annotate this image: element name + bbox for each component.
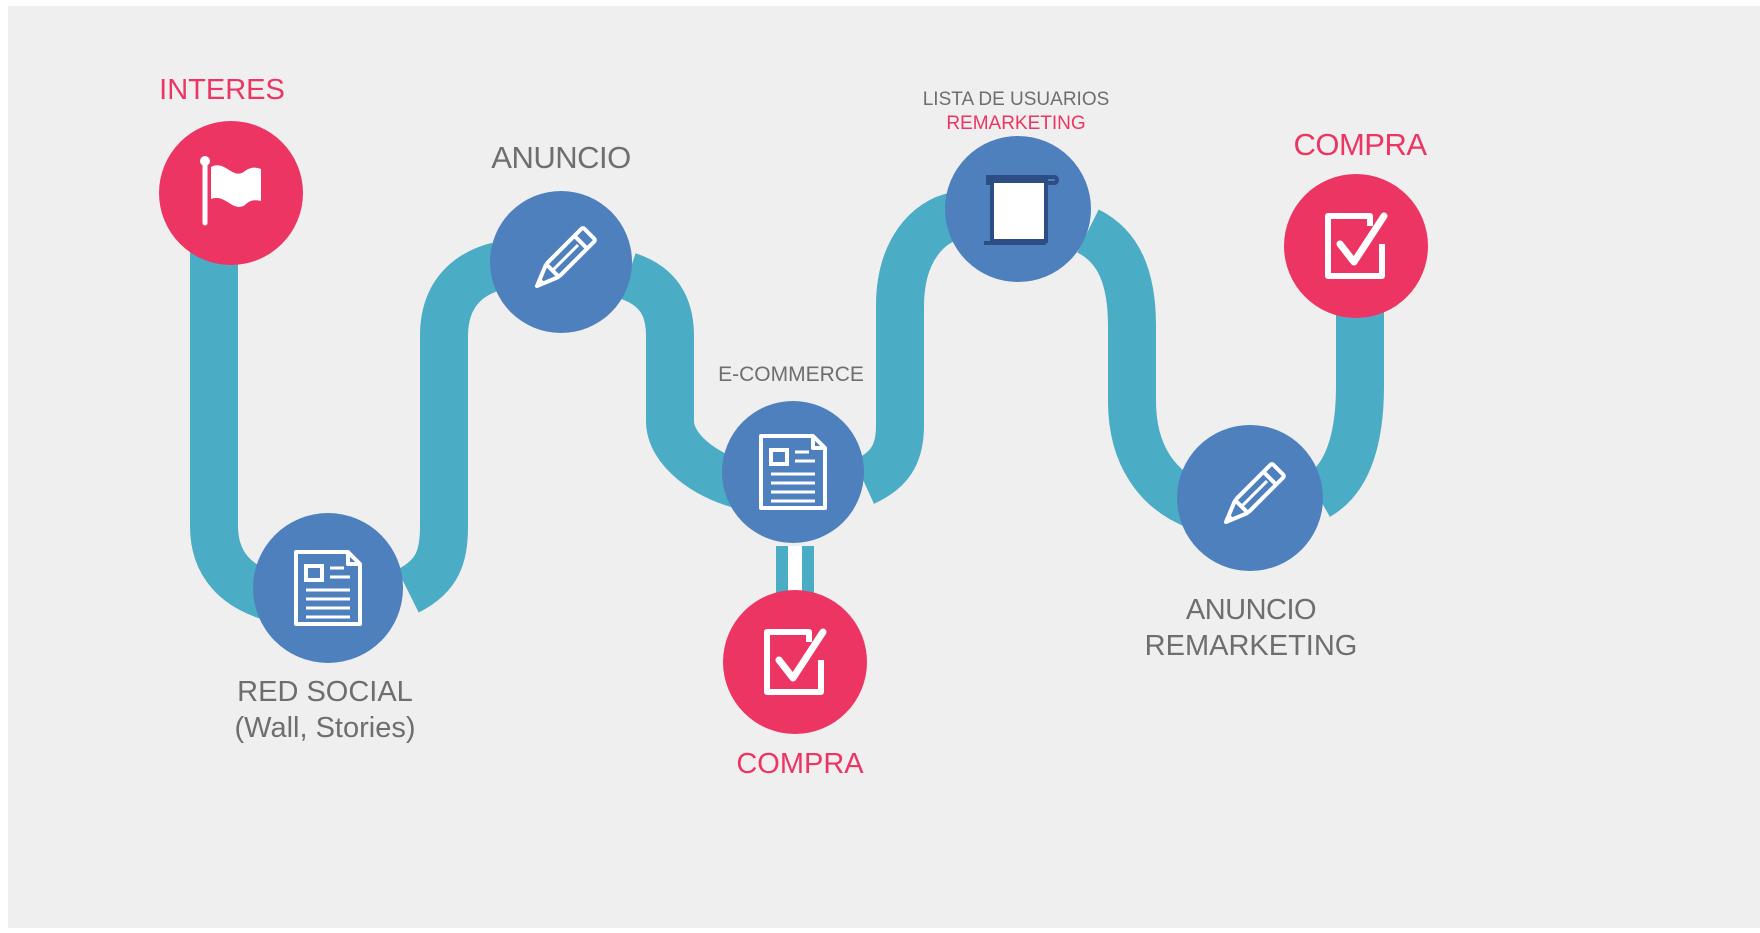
node-red-social <box>253 513 403 663</box>
label-lista-title: LISTA DE USUARIOS <box>922 89 1110 110</box>
node-e-commerce <box>722 401 864 543</box>
node-interes <box>159 121 303 265</box>
label-anuncio-remarketing: ANUNCIO REMARKETING <box>1145 592 1358 665</box>
label-red-social-subtitle: (Wall, Stories) <box>234 712 416 745</box>
node-compra-bottom <box>723 590 867 734</box>
node-anuncio <box>490 191 632 333</box>
scroll-icon <box>982 175 1059 245</box>
label-compra-bottom: COMPRA <box>736 748 864 780</box>
label-compra-final: COMPRA <box>1293 127 1427 162</box>
diagram-canvas: INTERES RED SOCIAL (Wall, Stories) ANUNC… <box>8 6 1760 928</box>
label-red-social: RED SOCIAL (Wall, Stories) <box>235 674 416 747</box>
label-red-social-title: RED SOCIAL <box>237 676 413 708</box>
node-lista-usuarios <box>945 136 1091 282</box>
label-anuncio-rem-title: ANUNCIO <box>1185 594 1317 626</box>
label-e-commerce: E-COMMERCE <box>718 363 864 386</box>
label-lista-usuarios: LISTA DE USUARIOS REMARKETING <box>923 88 1110 136</box>
journey-diagram <box>159 121 1428 734</box>
label-interes: INTERES <box>159 74 285 106</box>
label-anuncio: ANUNCIO <box>491 140 631 175</box>
node-compra-final <box>1284 174 1428 318</box>
node-anuncio-remarketing <box>1177 425 1323 571</box>
label-lista-subtitle: REMARKETING <box>946 112 1086 134</box>
label-anuncio-rem-subtitle: REMARKETING <box>1144 630 1358 663</box>
